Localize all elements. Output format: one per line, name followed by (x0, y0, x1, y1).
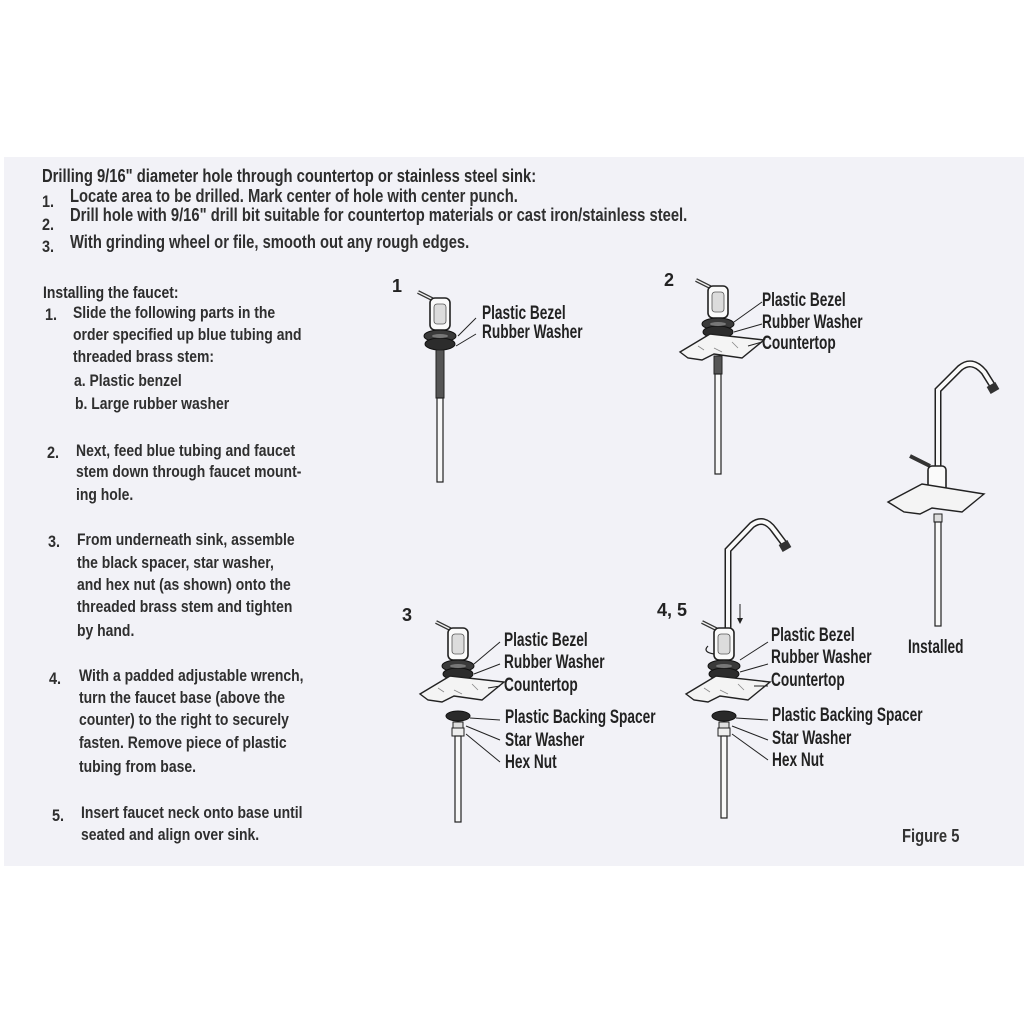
panel-4-5-illustration (685, 518, 792, 819)
part-label: Plastic Backing Spacer (505, 707, 656, 728)
install-step-line: Next, feed blue tubing and faucet (76, 441, 296, 460)
installed-illustration (886, 360, 1000, 627)
install-step-line: threaded brass stem: (73, 347, 215, 366)
drilling-step-number: 1. (42, 192, 55, 211)
install-step-line: With a padded adjustable wrench, (79, 666, 304, 685)
install-step-line: ing hole. (76, 485, 134, 504)
install-step-line: fasten. Remove piece of plastic (79, 733, 287, 752)
panel-1-illustration (416, 290, 477, 483)
install-step-number: 5. (52, 806, 65, 825)
part-label: Plastic Backing Spacer (772, 705, 923, 726)
install-step-line: counter) to the right to securely (79, 710, 289, 729)
part-label: Hex Nut (772, 750, 824, 771)
drilling-step-text: Drill hole with 9/16" drill bit suitable… (70, 205, 688, 225)
install-step-line: Insert faucet neck onto base until (81, 803, 303, 822)
install-step-line: Slide the following parts in the (73, 303, 276, 322)
panel-step-number: 4, 5 (657, 600, 688, 620)
part-label: Plastic Bezel (504, 630, 588, 651)
panel-step-number: 3 (402, 605, 413, 625)
part-label: Star Washer (772, 728, 852, 749)
install-step-line: and hex nut (as shown) onto the (77, 575, 291, 594)
install-step-line: order specified up blue tubing and (73, 325, 302, 344)
install-step-number: 2. (47, 443, 60, 462)
instruction-page (4, 157, 1024, 866)
install-step-number: 3. (48, 532, 61, 551)
install-step-line: threaded brass stem and tighten (77, 597, 293, 616)
install-step-number: 4. (49, 669, 62, 688)
installing-heading: Installing the faucet: (43, 283, 179, 302)
installed-label: Installed (908, 637, 964, 658)
install-step-line: From underneath sink, assemble (77, 530, 295, 549)
panel-2-illustration (679, 278, 765, 475)
panel-step-number: 1 (392, 276, 403, 296)
install-step-line: tubing from base. (79, 757, 196, 776)
part-label: Countertop (771, 670, 845, 691)
part-label: Rubber Washer (762, 312, 863, 333)
drilling-heading: Drilling 9/16" diameter hole through cou… (42, 166, 537, 186)
drilling-step-text: Locate area to be drilled. Mark center o… (70, 186, 518, 206)
install-step-line: seated and align over sink. (81, 825, 260, 844)
part-label: Rubber Washer (504, 652, 605, 673)
drilling-step-number: 2. (42, 215, 55, 234)
part-label: Hex Nut (505, 752, 557, 773)
install-step-line: a. Plastic benzel (74, 371, 182, 390)
drilling-step-text: With grinding wheel or file, smooth out … (70, 232, 470, 252)
drilling-step-number: 3. (42, 237, 55, 256)
install-step-line: b. Large rubber washer (75, 394, 230, 413)
part-label: Plastic Bezel (771, 625, 855, 646)
part-label: Countertop (762, 333, 836, 354)
panel-step-number: 2 (664, 270, 675, 290)
figure-caption: Figure 5 (902, 826, 960, 846)
part-label: Plastic Bezel (482, 303, 566, 324)
panel-3-illustration (419, 620, 505, 823)
part-label: Rubber Washer (482, 322, 583, 343)
part-label: Rubber Washer (771, 647, 872, 668)
part-label: Plastic Bezel (762, 290, 846, 311)
install-step-line: turn the faucet base (above the (79, 688, 286, 707)
install-step-line: stem down through faucet mount- (76, 462, 302, 481)
install-step-number: 1. (45, 305, 58, 324)
install-step-line: by hand. (77, 621, 135, 640)
install-step-line: the black spacer, star washer, (77, 553, 274, 572)
part-label: Star Washer (505, 730, 585, 751)
part-label: Countertop (504, 675, 578, 696)
